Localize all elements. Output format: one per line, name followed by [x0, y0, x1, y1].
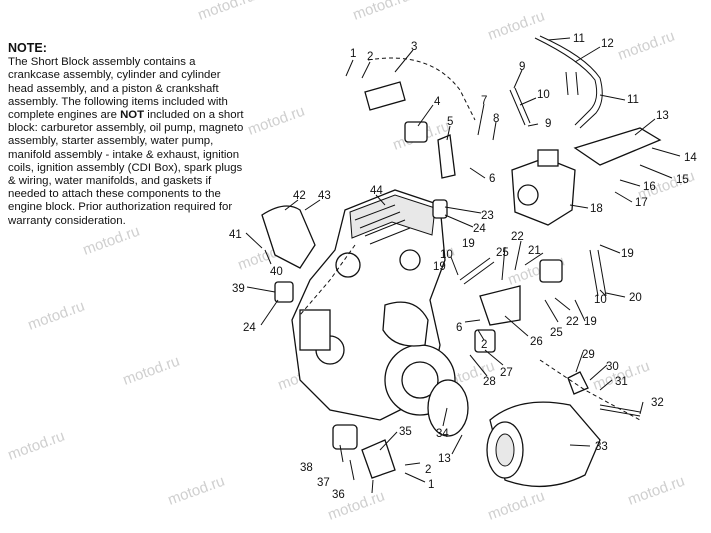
watermark: motod.ru — [616, 28, 677, 64]
callout-31: 31 — [615, 376, 628, 388]
callout-6: 6 — [456, 322, 462, 334]
callout-28: 28 — [483, 376, 496, 388]
callout-29: 29 — [582, 349, 595, 361]
callout-4: 4 — [434, 96, 441, 108]
brackets — [364, 81, 662, 326]
callout-14: 14 — [684, 152, 697, 164]
note-title: NOTE: — [8, 41, 47, 55]
carburetor-assembly — [511, 149, 576, 226]
callout-2: 2 — [425, 464, 431, 476]
callout-24: 24 — [243, 322, 256, 334]
callout-8: 8 — [493, 113, 499, 125]
engine-block — [291, 189, 456, 421]
callout-39: 39 — [232, 283, 245, 295]
callout-43: 43 — [318, 190, 331, 202]
callout-22: 22 — [511, 231, 524, 243]
watermark: motod.ru — [121, 353, 182, 389]
note-body-text: The Short Block assembly contains a cran… — [8, 56, 228, 122]
callout-21: 21 — [528, 245, 541, 257]
water-pump — [486, 401, 601, 488]
note-body: The Short Block assembly contains a cran… — [8, 56, 244, 228]
callout-3: 3 — [411, 41, 417, 53]
callout-5: 5 — [447, 116, 453, 128]
callout-10: 10 — [440, 249, 453, 261]
callout-10: 10 — [594, 294, 607, 306]
watermark: motod.ru — [166, 473, 227, 509]
callout-41: 41 — [229, 229, 242, 241]
callout-20: 20 — [629, 292, 642, 304]
callout-7: 7 — [481, 95, 487, 107]
callout-labels: 1 2 3 4 5 6 7 8 9 9 10 11 11 12 13 14 15… — [229, 33, 697, 501]
callout-19: 19 — [462, 238, 475, 250]
watermark: motod.ru — [26, 298, 87, 334]
leader-lines — [245, 37, 681, 494]
callout-40: 40 — [270, 266, 283, 278]
note-body-not: NOT — [120, 109, 145, 122]
callout-25: 25 — [496, 247, 509, 259]
callout-27: 27 — [500, 367, 513, 379]
callout-19: 19 — [584, 316, 597, 328]
callout-24: 24 — [473, 223, 486, 235]
callout-18: 18 — [590, 203, 603, 215]
callout-12: 12 — [601, 38, 614, 50]
callout-2: 2 — [481, 339, 487, 351]
callout-16: 16 — [643, 181, 656, 193]
watermark: motod.ru — [6, 428, 67, 464]
callout-38: 38 — [300, 462, 313, 474]
hoses — [299, 35, 641, 421]
callout-11: 11 — [627, 94, 639, 106]
callout-11: 11 — [573, 33, 585, 45]
callout-19: 19 — [621, 248, 634, 260]
short-block-note: NOTE: The Short Block assembly contains … — [8, 41, 244, 228]
watermark: motod.ru — [486, 488, 547, 524]
callout-10: 10 — [537, 89, 550, 101]
watermark: motod.ru — [246, 103, 307, 139]
callout-33: 33 — [595, 441, 608, 453]
manifold-parts — [261, 121, 589, 479]
callout-36: 36 — [332, 489, 345, 501]
watermark: motod.ru — [351, 0, 412, 24]
callout-17: 17 — [635, 197, 648, 209]
callout-22: 22 — [566, 316, 579, 328]
callout-30: 30 — [606, 361, 619, 373]
callout-44: 44 — [370, 185, 383, 197]
watermark: motod.ru — [196, 0, 257, 24]
callout-35: 35 — [399, 426, 412, 438]
callout-42: 42 — [293, 190, 306, 202]
callout-6: 6 — [489, 173, 495, 185]
callout-34: 34 — [436, 428, 449, 440]
callout-9: 9 — [519, 61, 525, 73]
callout-26: 26 — [530, 336, 543, 348]
callout-9: 9 — [545, 118, 551, 130]
watermark: motod.ru — [486, 8, 547, 44]
callout-1: 1 — [350, 48, 356, 60]
callout-15: 15 — [676, 174, 689, 186]
callout-23: 23 — [481, 210, 494, 222]
callout-37: 37 — [317, 477, 330, 489]
callout-25: 25 — [550, 327, 563, 339]
callout-13: 13 — [438, 453, 451, 465]
callout-19: 19 — [433, 261, 446, 273]
watermark: motod.ru — [81, 223, 142, 259]
note-body-text-end: included on a short block: carburetor as… — [8, 109, 244, 227]
callout-2: 2 — [367, 51, 373, 63]
callout-13: 13 — [656, 110, 669, 122]
watermark: motod.ru — [626, 473, 687, 509]
callout-32: 32 — [651, 397, 664, 409]
callout-1: 1 — [428, 479, 434, 491]
